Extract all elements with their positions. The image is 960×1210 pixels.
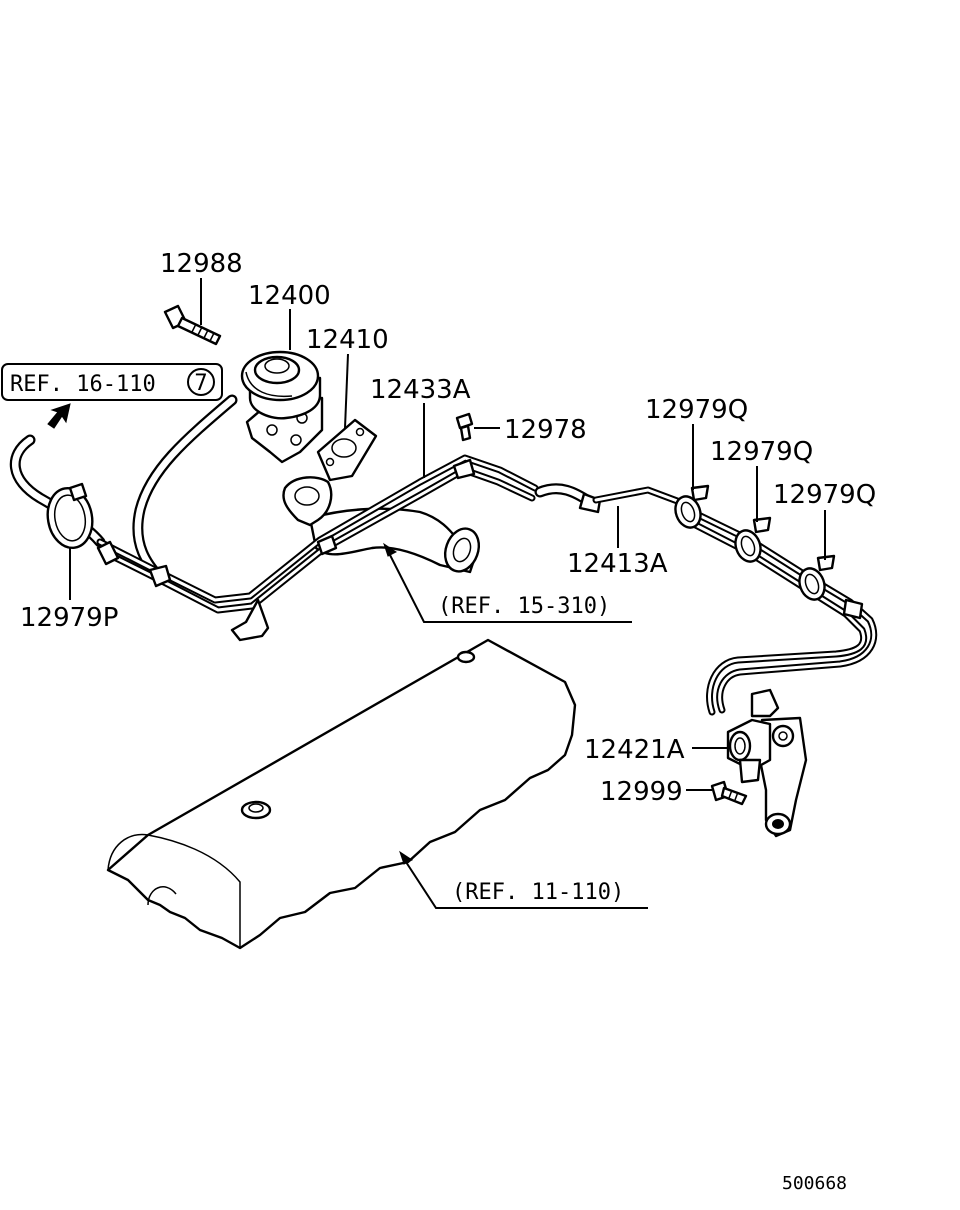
pipe-12433a [96, 454, 539, 642]
solenoid-valve-12421a [726, 688, 808, 838]
bolt-12999 [710, 780, 748, 806]
callout-12421a: 12421A [584, 735, 685, 765]
callout-12979q-2: 12979Q [710, 437, 813, 467]
clamp-12979q-2 [734, 516, 772, 563]
clamp-12979q-1 [674, 484, 710, 529]
exhaust-pipe [282, 476, 481, 574]
ref-16-110-text: REF. 16-110 [10, 372, 156, 397]
egr-valve [240, 350, 324, 464]
callout-12999: 12999 [600, 777, 683, 807]
diagram-code: 500668 [782, 1173, 847, 1194]
callout-12400: 12400 [248, 281, 331, 311]
leader-lines [69, 278, 826, 909]
callout-12413a: 12413A [567, 549, 668, 579]
callout-12978: 12978 [504, 415, 587, 445]
right-pipes [676, 502, 878, 716]
callout-12433a: 12433A [370, 375, 471, 405]
ref-15-310: (REF. 15-310) [438, 594, 610, 619]
hose-12413a [534, 483, 684, 514]
clamp-12979q-3 [798, 554, 836, 601]
engine-cover [106, 638, 577, 950]
ref-16-110-circle-number: 7 [194, 371, 207, 396]
egr-gasket [316, 418, 378, 482]
callout-12988: 12988 [160, 249, 243, 279]
clamp-12979p [46, 482, 94, 549]
ref-16-110-box: REF. 16-110 7 [1, 363, 223, 401]
callout-12979q-3: 12979Q [773, 480, 876, 510]
callout-12410: 12410 [306, 325, 389, 355]
callout-12979p: 12979P [20, 603, 118, 633]
bolt-12978 [455, 412, 474, 442]
bolt-12988 [163, 304, 222, 346]
ref-11-110: (REF. 11-110) [452, 880, 624, 905]
callout-12979q-1: 12979Q [645, 395, 748, 425]
